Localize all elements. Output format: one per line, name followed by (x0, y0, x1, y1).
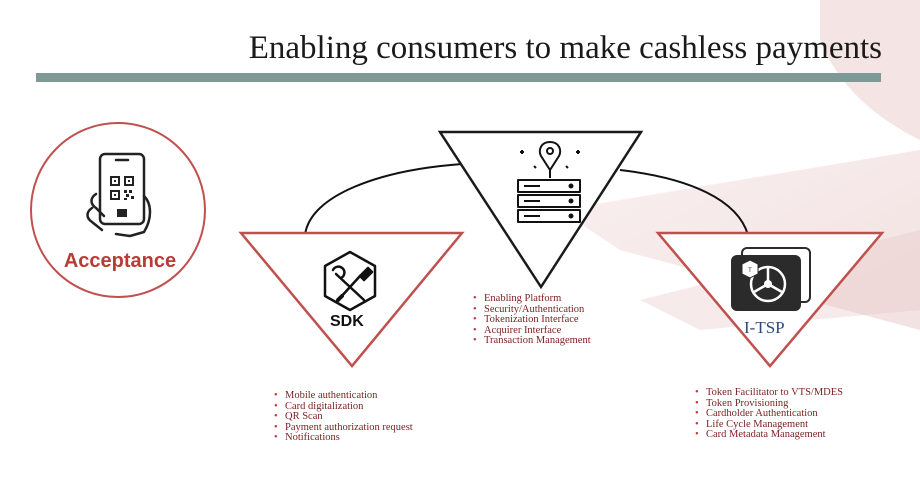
acceptance-circle: Acceptance (30, 122, 206, 298)
itsp-feature-list: Token Facilitator to VTS/MDES Token Prov… (694, 387, 843, 441)
list-item: Payment authorization request (274, 422, 413, 434)
title-underline-bar (36, 73, 881, 82)
list-item: Cardholder Authentication (695, 408, 843, 420)
itsp-label: I-TSP (744, 318, 785, 337)
list-item: Notifications (274, 432, 413, 444)
list-item: Tokenization Interface (473, 314, 591, 326)
list-item: Token Facilitator to VTS/MDES (695, 387, 843, 399)
arc-right-connector (619, 169, 749, 236)
list-item: Acquirer Interface (473, 325, 591, 337)
list-item: QR Scan (274, 411, 413, 423)
arc-left-connector (304, 163, 463, 236)
server-location-icon (517, 141, 581, 223)
sdk-icon-label: SDK (330, 313, 364, 330)
list-item: Token Provisioning (695, 398, 843, 410)
list-item: Mobile authentication (274, 390, 413, 402)
sdk-feature-list: Mobile authentication Card digitalizatio… (273, 390, 413, 444)
qr-phone-icon (86, 152, 152, 238)
svg-text:T: T (748, 268, 752, 274)
list-item: Card Metadata Management (695, 429, 843, 441)
token-card-icon: T (731, 247, 811, 311)
sdk-triangle (238, 231, 465, 368)
wrench-screwdriver-icon (323, 250, 377, 312)
platform-feature-list: Enabling Platform Security/Authenticatio… (472, 293, 591, 347)
page-title: Enabling consumers to make cashless paym… (248, 30, 882, 66)
list-item: Card digitalization (274, 401, 413, 413)
list-item: Life Cycle Management (695, 419, 843, 431)
acceptance-label: Acceptance (63, 250, 177, 272)
list-item: Security/Authentication (473, 304, 591, 316)
list-item: Enabling Platform (473, 293, 591, 305)
list-item: Transaction Management (473, 335, 591, 347)
